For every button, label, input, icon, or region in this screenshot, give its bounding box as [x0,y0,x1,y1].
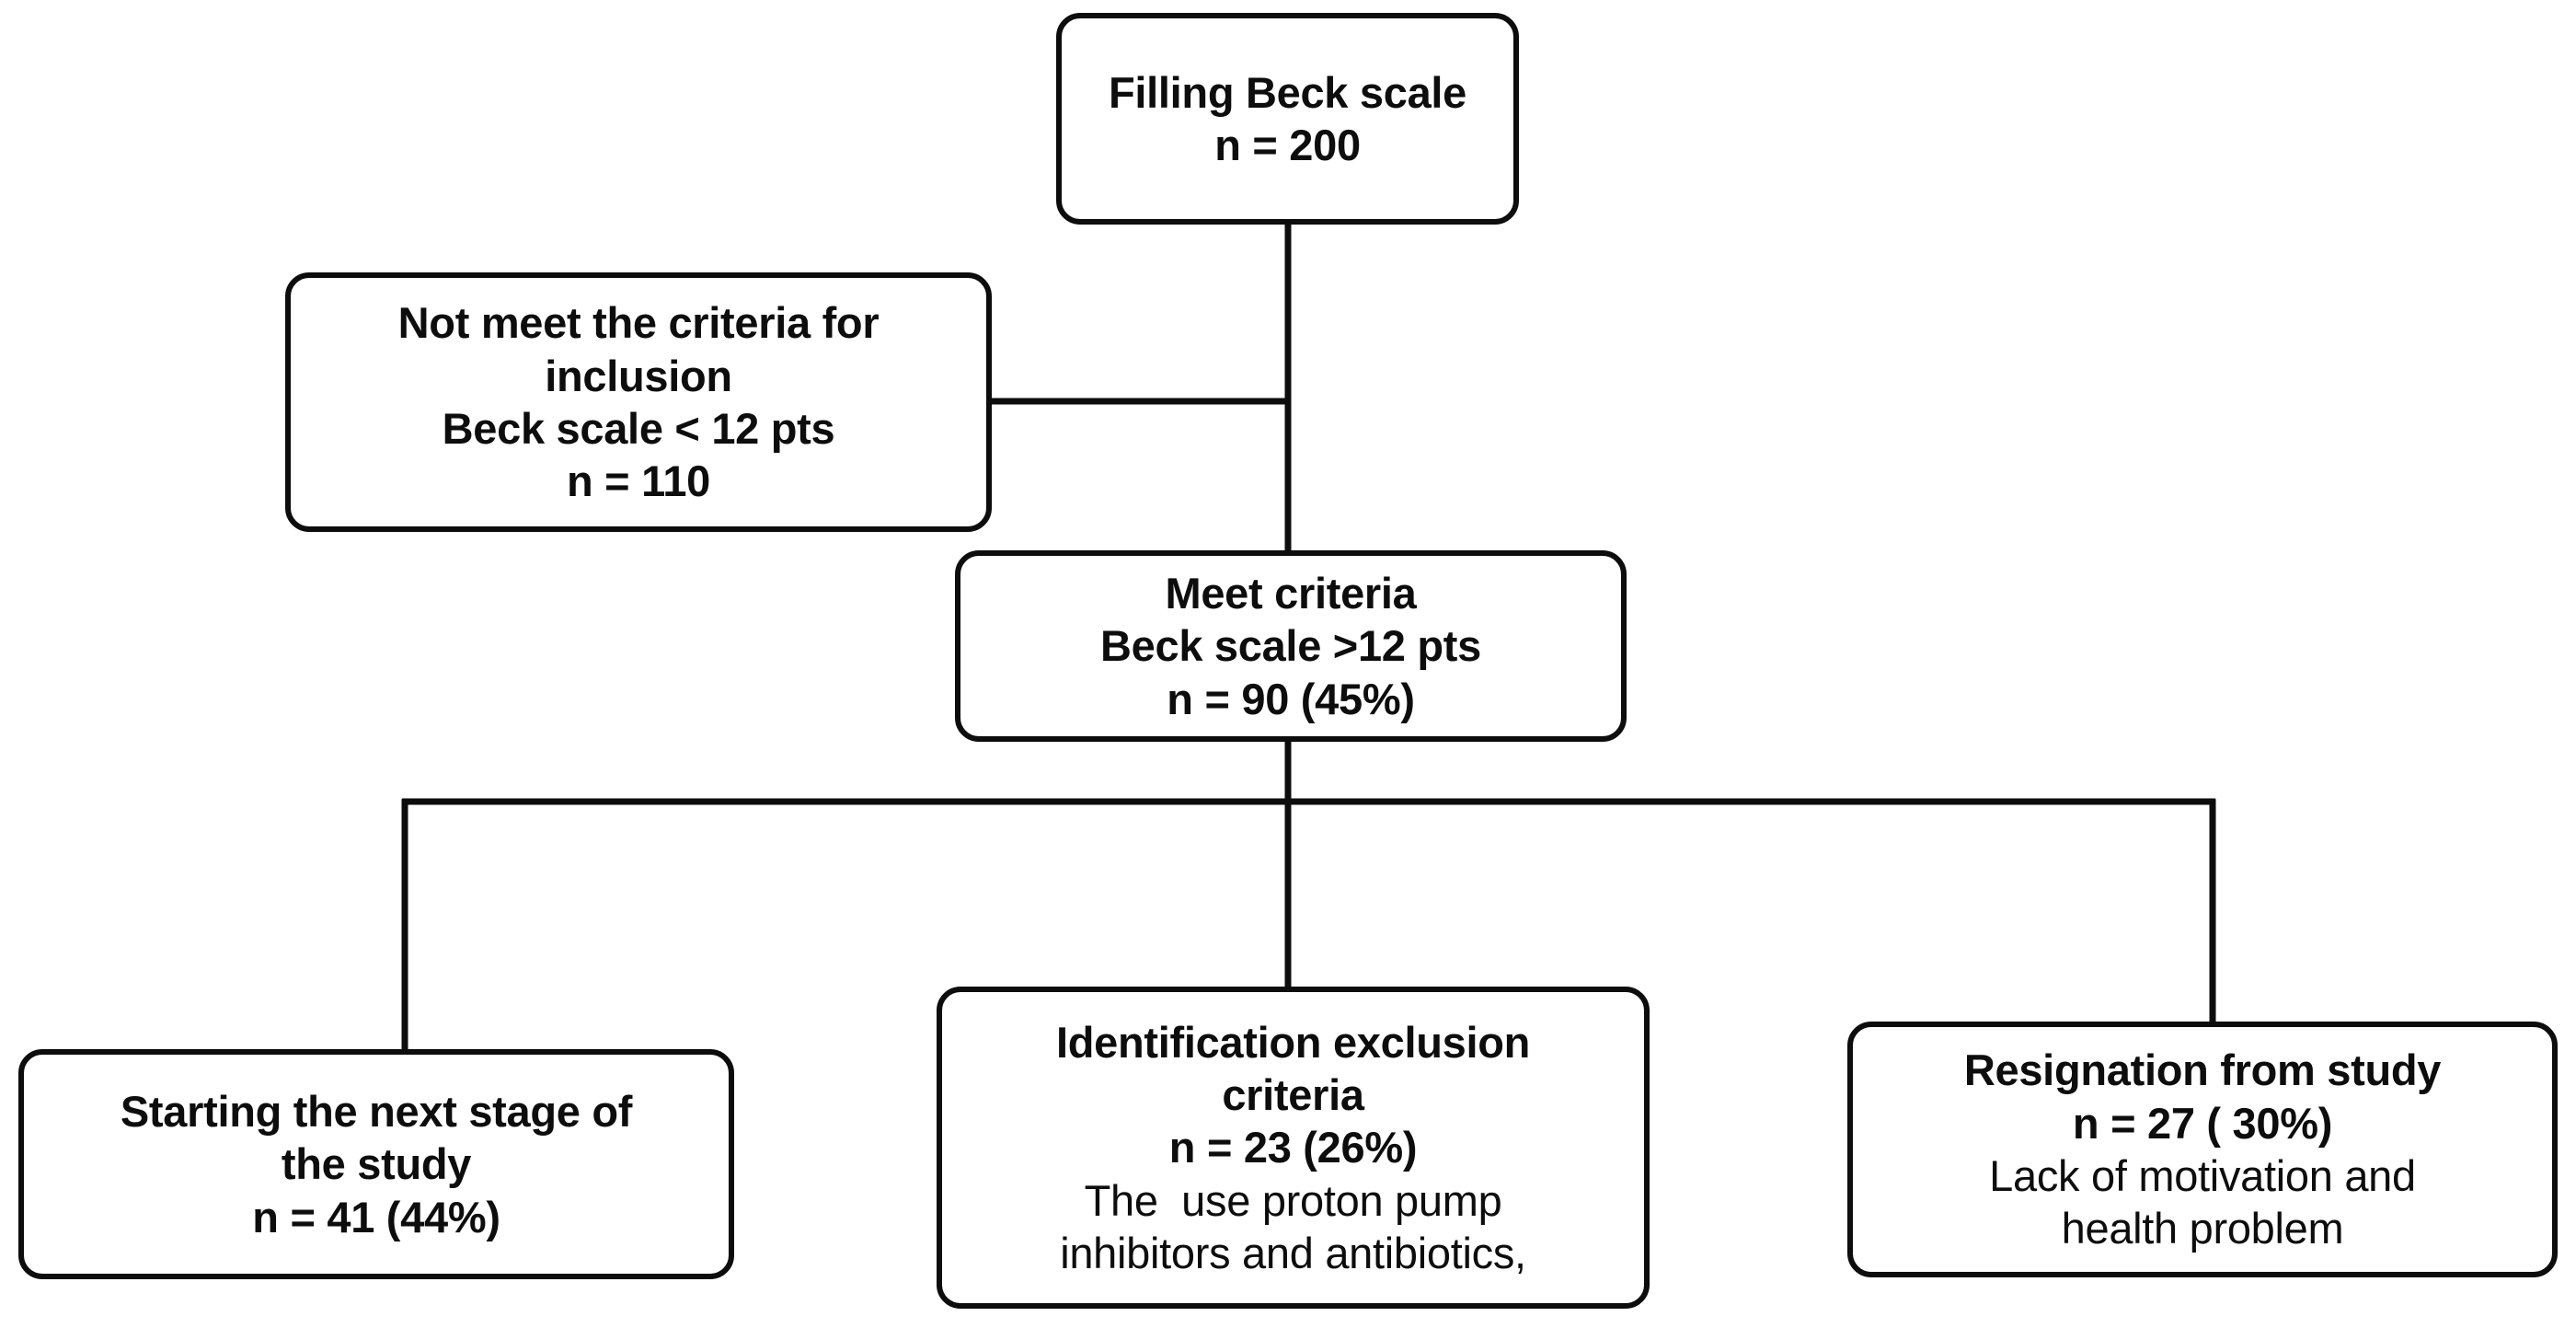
node-text-line: Resignation from study [1963,1045,2442,1095]
node-text-line: n = 27 ( 30%) [2072,1098,2333,1148]
node-text-line: Identification exclusion [1055,1017,1531,1067]
node-text-line: n = 23 (26%) [1168,1123,1418,1172]
node-text-line: Lack of motivation and [1989,1151,2416,1200]
node-text-line: Beck scale < 12 pts [442,404,835,453]
node-text-line: inclusion [545,351,732,400]
node-text-line: the study [281,1139,472,1189]
node-text-line: Starting the next stage of [120,1087,633,1136]
node-text-line: Not meet the criteria for [397,298,880,348]
node-text-line: Filling Beck scale [1108,67,1467,117]
identification-exclusion-criteria-node[interactable]: Identification exclusion criteria n = 23… [937,987,1650,1309]
node-text-line: The use proton pump [1084,1175,1502,1225]
node-text-line: n = 90 (45%) [1167,674,1415,723]
node-text-line: n = 200 [1214,121,1361,169]
node-text-line: Beck scale >12 pts [1100,621,1481,671]
node-text-line: criteria [1222,1070,1364,1119]
filling-beck-scale-node[interactable]: Filling Beck scale n = 200 [1056,13,1519,225]
starting-next-stage-node[interactable]: Starting the next stage of the study n =… [18,1049,734,1279]
not-meet-criteria-node[interactable]: Not meet the criteria for inclusion Beck… [285,272,992,532]
node-text-line: n = 110 [567,456,710,506]
node-text-line: inhibitors and antibiotics, [1060,1228,1526,1277]
meet-criteria-node[interactable]: Meet criteria Beck scale >12 pts n = 90 … [955,550,1627,742]
resignation-from-study-node[interactable]: Resignation from study n = 27 ( 30%) Lac… [1847,1022,2558,1277]
node-text-line: n = 41 (44%) [252,1192,500,1241]
node-text-line: health problem [2061,1204,2344,1253]
node-text-line: Meet criteria [1165,569,1417,618]
